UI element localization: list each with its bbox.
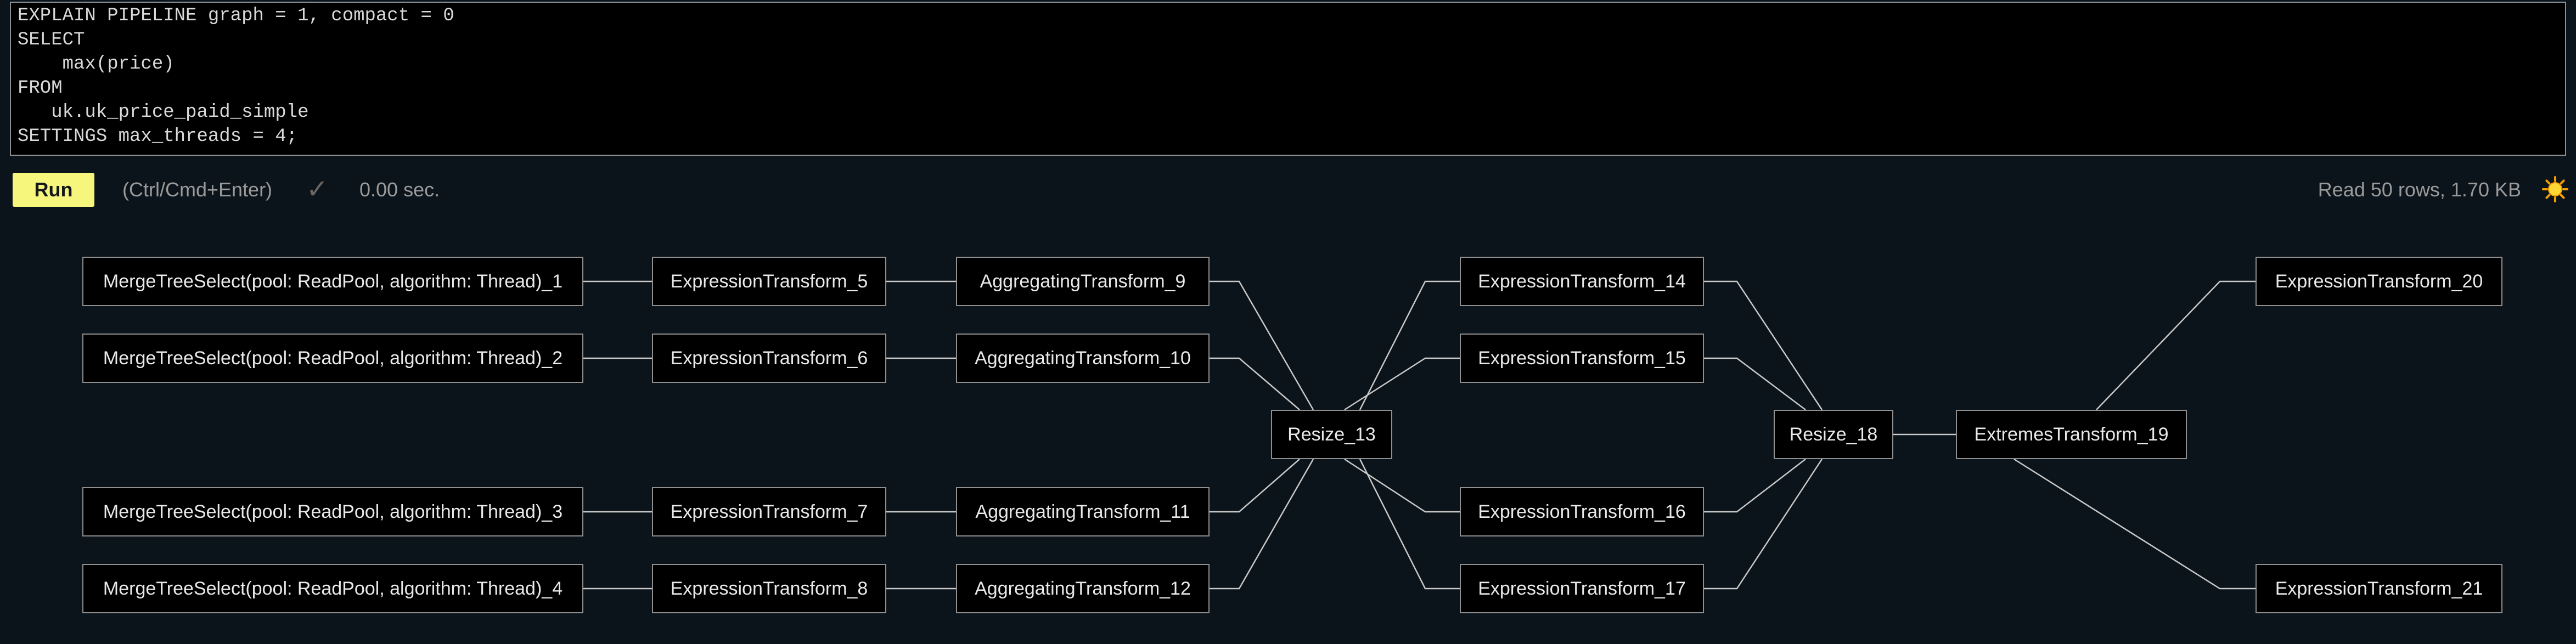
node-ExpressionTransform_8: ExpressionTransform_8 (652, 564, 886, 613)
query-line: EXPLAIN PIPELINE graph = 1, compact = 0 (18, 5, 454, 26)
node-ExpressionTransform_5: ExpressionTransform_5 (652, 257, 886, 306)
edge (1704, 280, 1823, 410)
node-MergeTreeSelect_4: MergeTreeSelect(pool: ReadPool, algorith… (82, 564, 583, 613)
read-stats: Read 50 rows, 1.70 KB (2318, 178, 2521, 201)
success-check-icon: ✓ (306, 175, 329, 204)
edge (1210, 459, 1314, 590)
query-line: SELECT (18, 30, 85, 50)
edge (1704, 357, 1806, 410)
edge (1210, 357, 1300, 410)
node-ExpressionTransform_21: ExpressionTransform_21 (2256, 564, 2502, 613)
node-AggregatingTransform_9: AggregatingTransform_9 (956, 257, 1210, 306)
node-ExpressionTransform_7: ExpressionTransform_7 (652, 487, 886, 536)
node-MergeTreeSelect_1: MergeTreeSelect(pool: ReadPool, algorith… (82, 257, 583, 306)
node-AggregatingTransform_12: AggregatingTransform_12 (956, 564, 1210, 613)
node-Resize_13: Resize_13 (1271, 410, 1392, 459)
edge (1704, 459, 1823, 590)
query-line: SETTINGS max_threads = 4; (18, 126, 298, 147)
node-ExpressionTransform_15: ExpressionTransform_15 (1460, 334, 1704, 383)
edge (1359, 280, 1460, 410)
node-AggregatingTransform_11: AggregatingTransform_11 (956, 487, 1210, 536)
edge (1704, 459, 1806, 513)
node-MergeTreeSelect_3: MergeTreeSelect(pool: ReadPool, algorith… (82, 487, 583, 536)
edge (1344, 357, 1460, 411)
query-line: uk.uk_price_paid_simple (18, 102, 309, 123)
sun-icon[interactable] (2542, 176, 2568, 202)
node-ExpressionTransform_14: ExpressionTransform_14 (1460, 257, 1704, 306)
edge (1344, 458, 1460, 513)
node-ExpressionTransform_6: ExpressionTransform_6 (652, 334, 886, 383)
edge (1210, 459, 1300, 513)
elapsed-time: 0.00 sec. (359, 178, 440, 201)
node-ExpressionTransform_20: ExpressionTransform_20 (2256, 257, 2502, 306)
node-MergeTreeSelect_2: MergeTreeSelect(pool: ReadPool, algorith… (82, 334, 583, 383)
query-line: max(price) (18, 54, 175, 75)
node-ExpressionTransform_17: ExpressionTransform_17 (1460, 564, 1704, 613)
query-editor[interactable]: EXPLAIN PIPELINE graph = 1, compact = 0 … (10, 2, 2566, 156)
edge (2013, 458, 2256, 590)
run-button[interactable]: Run (13, 173, 94, 207)
edge (1359, 459, 1460, 590)
node-AggregatingTransform_10: AggregatingTransform_10 (956, 334, 1210, 383)
node-Resize_18: Resize_18 (1774, 410, 1893, 459)
query-line: FROM (18, 78, 63, 99)
edge (2096, 280, 2256, 410)
edge (1210, 280, 1314, 410)
node-ExpressionTransform_16: ExpressionTransform_16 (1460, 487, 1704, 536)
node-ExtremesTransform_19: ExtremesTransform_19 (1956, 410, 2187, 459)
run-shortcut-hint: (Ctrl/Cmd+Enter) (122, 178, 273, 201)
